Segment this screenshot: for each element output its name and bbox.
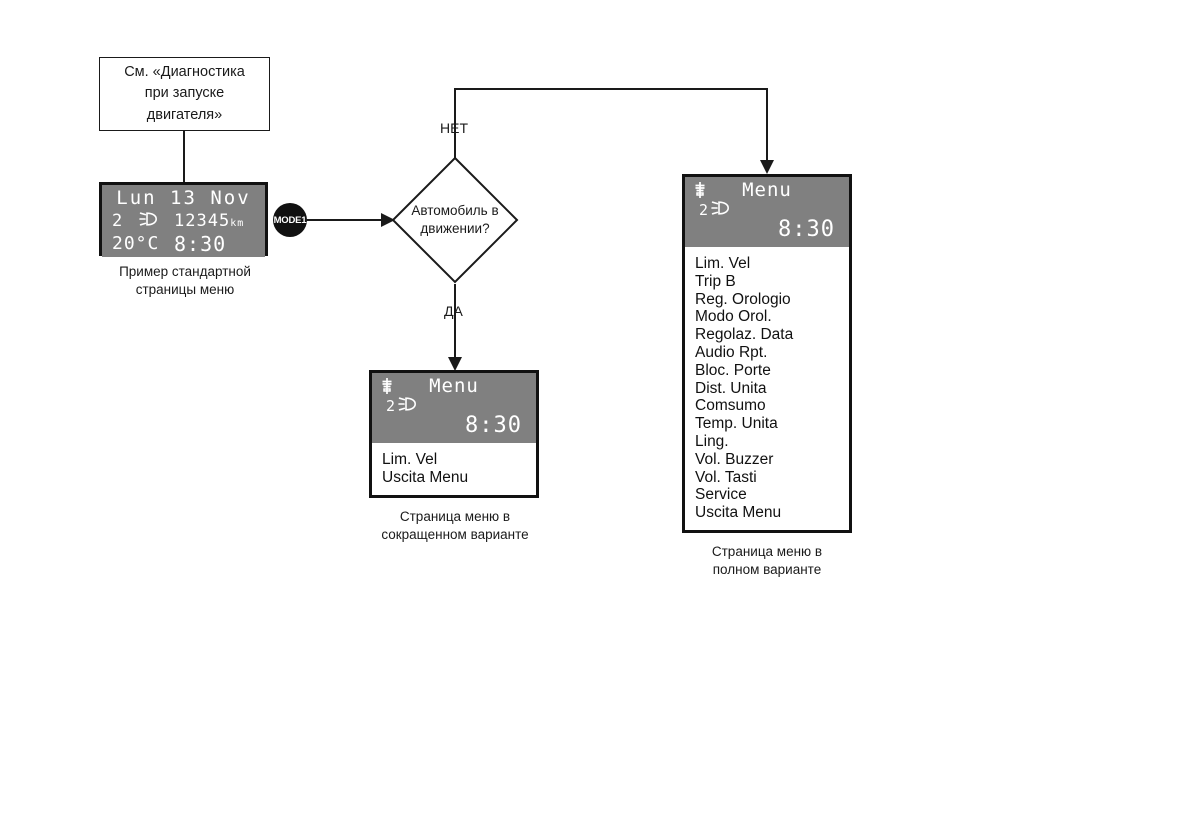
branch-no-segment-down	[766, 88, 768, 162]
arrow-mode-to-decision-icon	[381, 213, 395, 227]
lcd-date: Lun 13 Nov	[116, 187, 251, 209]
note-line-2: при запуске	[144, 85, 225, 102]
menu-item[interactable]: Uscita Menu	[382, 468, 469, 486]
short-menu-title: Menu	[429, 375, 479, 397]
menu-item[interactable]: Modo Orol.	[695, 308, 772, 326]
arrow-branch-yes-icon	[448, 357, 462, 371]
note-line-1: См. «Диагностика	[124, 64, 245, 81]
menu-item[interactable]: Comsumo	[695, 397, 766, 415]
headlight-icon	[138, 211, 159, 231]
menu-item[interactable]: Bloc. Porte	[695, 361, 771, 379]
menu-item[interactable]: Uscita Menu	[695, 504, 782, 522]
short-menu-gear-lamp: 2	[386, 397, 418, 415]
lcd-gear: 2	[112, 211, 124, 231]
menu-item[interactable]: Service	[695, 486, 747, 504]
menu-item[interactable]: Vol. Buzzer	[695, 450, 774, 468]
full-menu-clock: 8:30	[778, 217, 835, 242]
menu-item[interactable]: Dist. Unita	[695, 379, 767, 397]
connector-mode-to-decision	[307, 219, 383, 221]
decision-diamond: Автомобиль в движении?	[390, 155, 520, 285]
caption-line-2: страницы меню	[135, 282, 235, 298]
short-menu-lcd: Menu 2 8:30	[372, 373, 536, 443]
headlight-icon	[398, 397, 418, 415]
caption-line-1: Страница меню в	[711, 544, 823, 559]
lcd-clock: 8:30	[174, 232, 227, 256]
full-menu-lcd: Menu 2 8:30	[685, 177, 849, 247]
lcd-temperature: 20°C	[112, 233, 160, 254]
decision-line-1: Автомобиль в	[411, 202, 499, 218]
standard-display-caption: Пример стандартной страницы меню	[90, 263, 280, 299]
arrow-branch-no-icon	[760, 160, 774, 174]
glow-plug-icon	[379, 377, 395, 395]
menu-item[interactable]: Regolaz. Data	[695, 326, 794, 344]
lcd-odometer-unit: km	[230, 218, 245, 229]
headlight-icon	[711, 201, 731, 219]
short-menu-list: Lim. Vel Uscita Menu	[372, 443, 536, 495]
menu-item[interactable]: Ling.	[695, 432, 729, 450]
lcd-gear-and-lamp: 2	[112, 211, 159, 231]
menu-item[interactable]: Temp. Unita	[695, 415, 778, 433]
menu-item[interactable]: Trip B	[695, 272, 736, 290]
diamond-shape-icon	[391, 156, 519, 284]
caption-line-2: сокращенном варианте	[381, 527, 529, 543]
note-box-diagnostics: См. «Диагностика при запуске двигателя»	[99, 57, 270, 131]
caption-line-1: Пример стандартной	[119, 264, 251, 279]
short-menu-caption: Страница меню в сокращенном варианте	[364, 508, 546, 544]
branch-yes-label: ДА	[444, 303, 463, 319]
caption-line-2: полном варианте	[712, 562, 822, 578]
lcd-odometer: 12345km	[174, 211, 244, 231]
connector-note-to-display	[183, 131, 185, 183]
full-menu-caption: Страница меню в полном варианте	[676, 543, 858, 579]
lcd-odometer-value: 12345	[174, 211, 231, 231]
standard-display-device: Lun 13 Nov 2 12345km 20°C 8:30	[99, 182, 268, 257]
short-menu-gear: 2	[386, 397, 396, 415]
menu-item[interactable]: Vol. Tasti	[695, 468, 757, 486]
full-menu-gear: 2	[699, 201, 709, 219]
full-menu-title: Menu	[742, 179, 792, 201]
note-line-3: двигателя»	[146, 106, 223, 123]
branch-no-segment-right	[454, 88, 768, 90]
decision-line-2: движении?	[420, 221, 490, 236]
menu-item[interactable]: Audio Rpt.	[695, 343, 768, 361]
mode1-button[interactable]: MODE1	[273, 203, 307, 237]
decision-label: Автомобиль в движении?	[390, 202, 520, 238]
short-menu-device: Menu 2 8:30 Lim. Vel Uscita Menu	[369, 370, 539, 498]
full-menu-device: Menu 2 8:30 Lim. Vel Trip B Reg. Orologi…	[682, 174, 852, 533]
menu-item[interactable]: Lim. Vel	[695, 255, 751, 272]
full-menu-list: Lim. Vel Trip B Reg. Orologio Modo Orol.…	[685, 247, 849, 530]
caption-line-1: Страница меню в	[399, 509, 511, 524]
glow-plug-icon	[692, 181, 708, 199]
short-menu-clock: 8:30	[465, 413, 522, 438]
branch-no-label: НЕТ	[440, 120, 468, 136]
menu-item[interactable]: Lim. Vel	[382, 451, 438, 468]
full-menu-gear-lamp: 2	[699, 201, 731, 219]
menu-item[interactable]: Reg. Orologio	[695, 290, 791, 308]
branch-yes-segment	[454, 284, 456, 368]
note-box-text: См. «Диагностика при запуске двигателя»	[118, 62, 251, 125]
branch-no-segment-up	[454, 88, 456, 158]
standard-display-lcd: Lun 13 Nov 2 12345km 20°C 8:30	[102, 185, 265, 257]
